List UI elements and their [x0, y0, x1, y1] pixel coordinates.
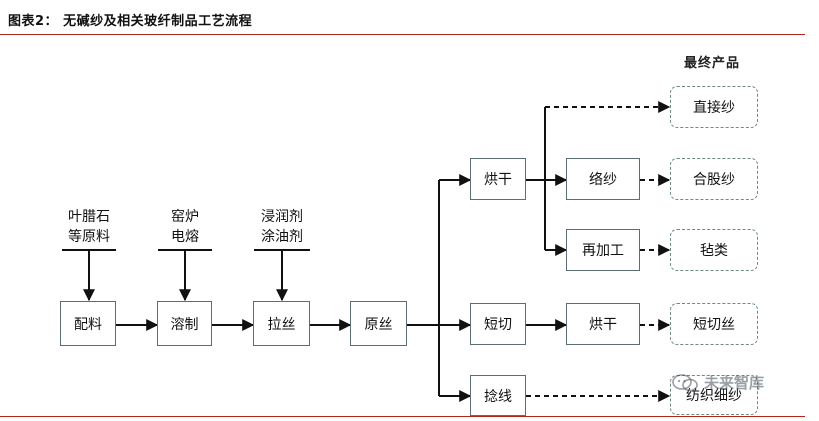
- product-chopped-strand: 短切丝: [670, 303, 758, 345]
- top-rule: [0, 34, 805, 35]
- bottom-rule: [0, 416, 805, 417]
- node-drawing: 拉丝: [253, 301, 310, 346]
- node-reprocessing: 再加工: [566, 229, 640, 271]
- node-twisting: 络纱: [566, 158, 640, 200]
- node-winding: 捻线: [470, 375, 526, 416]
- source-raw-line1: 叶腊石: [68, 209, 110, 225]
- product-mats: 毡类: [670, 229, 758, 271]
- source-kiln-line2: 电熔: [171, 229, 199, 245]
- source-kiln: 窑炉 电熔: [158, 207, 212, 247]
- node-chopping: 短切: [470, 303, 526, 345]
- watermark: 未来智库: [672, 372, 764, 393]
- source-raw-line2: 等原料: [68, 229, 110, 245]
- node-raw-yarn: 原丝: [350, 301, 407, 346]
- node-drying-1: 烘干: [470, 158, 526, 200]
- source-sizing: 浸润剂 涂油剂: [254, 207, 310, 247]
- watermark-text: 未来智库: [704, 374, 765, 392]
- product-direct-roving: 直接纱: [670, 86, 758, 128]
- node-drying-2: 烘干: [566, 303, 640, 345]
- source-kiln-line1: 窑炉: [171, 209, 199, 225]
- final-products-heading: 最终产品: [684, 56, 741, 71]
- node-batching: 配料: [60, 301, 116, 346]
- product-assembled-roving: 合股纱: [670, 158, 758, 200]
- source-sizing-line2: 涂油剂: [261, 229, 303, 245]
- figure-title: 图表2： 无碱纱及相关玻纤制品工艺流程: [8, 14, 253, 29]
- source-raw-material: 叶腊石 等原料: [62, 207, 116, 247]
- wechat-icon: [672, 373, 698, 391]
- node-melting: 溶制: [157, 301, 212, 346]
- source-sizing-line1: 浸润剂: [261, 209, 303, 225]
